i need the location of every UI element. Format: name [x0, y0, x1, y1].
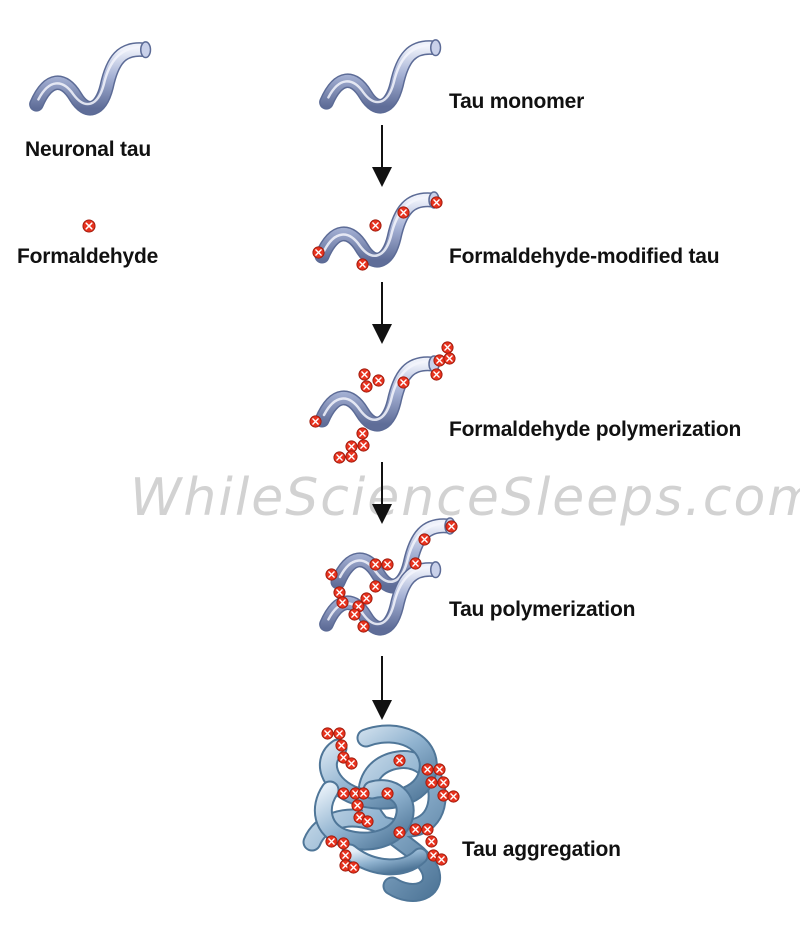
formaldehyde-label: Formaldehyde: [17, 245, 159, 268]
formaldehyde-polymerization-label: Formaldehyde polymerization: [449, 418, 742, 441]
formaldehyde-modified-tau-icon: [312, 192, 442, 271]
tau-aggregation-label: Tau aggregation: [462, 838, 621, 861]
tau-aggregation-icon: [302, 724, 460, 902]
tau-polymerization-icon: [326, 518, 457, 632]
tau-polymerization-label: Tau polymerization: [449, 598, 636, 621]
watermark: WhileScienceSleeps.com: [130, 468, 800, 528]
tau-monomer-label: Tau monomer: [449, 90, 585, 113]
neuronal-tau-icon: [36, 42, 150, 108]
neuronal-tau-label: Neuronal tau: [25, 138, 151, 161]
tau-monomer-icon: [326, 40, 440, 106]
formaldehyde-icon: [82, 219, 96, 233]
formaldehyde-polymerization-icon: [309, 341, 456, 464]
formaldehyde-modified-tau-label: Formaldehyde-modified tau: [449, 245, 720, 268]
